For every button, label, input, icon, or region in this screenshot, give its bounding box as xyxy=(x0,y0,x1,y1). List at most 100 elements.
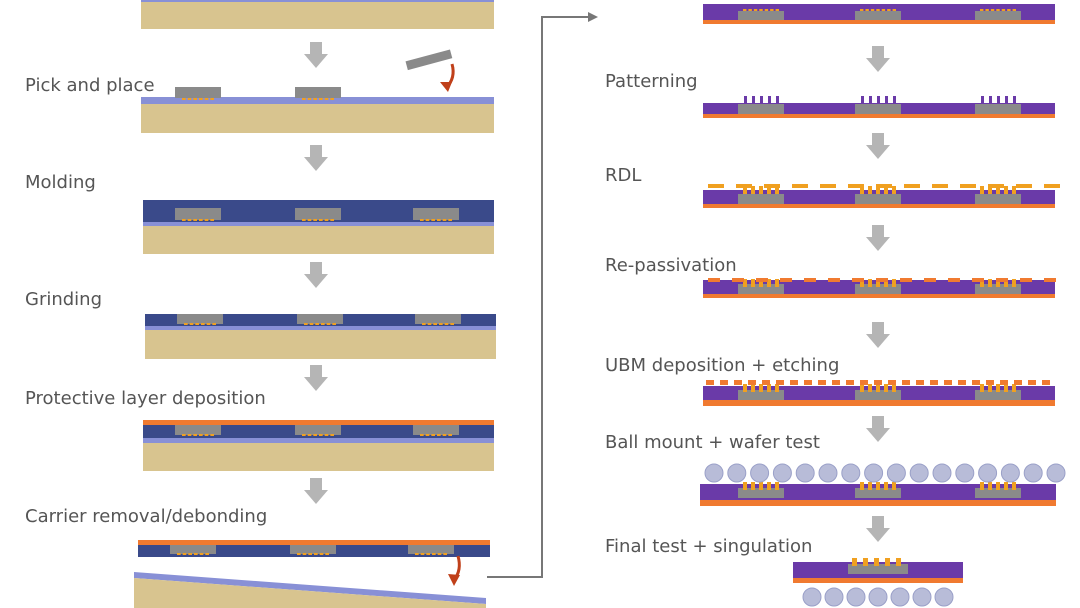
carrier-film-tilted xyxy=(134,572,486,604)
ubm-pad xyxy=(972,380,980,385)
die-pad xyxy=(199,219,203,221)
die-pad xyxy=(193,98,197,100)
repassivation-dash xyxy=(852,278,864,282)
die-pad xyxy=(887,9,891,11)
flow-down-arrow xyxy=(866,322,890,348)
die xyxy=(177,314,223,324)
solder-ball xyxy=(932,463,952,483)
die-pad xyxy=(753,9,758,11)
protective-layer xyxy=(700,500,1056,506)
solder-ball xyxy=(864,463,884,483)
die-pad xyxy=(199,553,204,555)
protective-layer xyxy=(703,400,1055,406)
die-pad xyxy=(210,219,214,221)
step-label-carrier-removal: Carrier removal/debonding xyxy=(25,506,268,527)
die xyxy=(413,425,459,435)
die-pad xyxy=(326,323,331,325)
ubm-pad xyxy=(720,380,728,385)
ubm-pad xyxy=(986,380,994,385)
die-pad xyxy=(415,553,419,555)
rdl-trace xyxy=(767,186,771,194)
via-opening xyxy=(760,96,763,104)
die-pad xyxy=(210,434,214,436)
die xyxy=(975,488,1021,498)
carrier-substrate xyxy=(143,226,494,254)
repassivation-dash xyxy=(804,278,816,282)
die xyxy=(408,545,454,554)
rdl-trace xyxy=(863,558,868,566)
rdl-trace xyxy=(775,384,779,392)
die-pad xyxy=(313,219,317,221)
rdl-trace xyxy=(743,186,747,194)
rdl-trace xyxy=(868,279,872,287)
die-pad xyxy=(193,434,197,436)
die xyxy=(855,11,901,20)
die-pad xyxy=(204,219,209,221)
rdl-line xyxy=(820,184,836,188)
solder-ball xyxy=(1000,463,1020,483)
solder-ball xyxy=(890,587,910,607)
die-pad xyxy=(210,98,214,100)
rdl-trace xyxy=(775,186,779,194)
rdl-trace xyxy=(876,482,880,490)
die-pad xyxy=(187,98,192,100)
repassivation-dash xyxy=(948,278,960,282)
die-pad xyxy=(443,553,447,555)
step-label-ubm: UBM deposition + etching xyxy=(605,355,840,376)
die-pad xyxy=(182,434,186,436)
solder-ball xyxy=(824,587,844,607)
die-pad xyxy=(204,98,209,100)
rdl-trace xyxy=(1004,482,1008,490)
protective-layer xyxy=(793,578,963,583)
rdl-trace xyxy=(876,384,880,392)
rdl-trace xyxy=(996,186,1000,194)
die-pad xyxy=(743,9,747,11)
via-opening xyxy=(776,96,779,104)
step-label-patterning: Patterning xyxy=(605,71,698,92)
repassivation-dash xyxy=(1044,278,1056,282)
die xyxy=(975,11,1021,20)
die-pad xyxy=(1012,9,1016,11)
flow-down-arrow xyxy=(304,42,328,68)
die-pad xyxy=(764,9,769,11)
flow-connector-head xyxy=(588,12,598,22)
die-pad xyxy=(319,98,323,100)
die-pad xyxy=(314,553,318,555)
die xyxy=(738,284,784,294)
die-pad xyxy=(309,323,314,325)
die-pad xyxy=(177,553,181,555)
die xyxy=(738,194,784,204)
rdl-trace xyxy=(743,384,747,392)
via-opening xyxy=(893,96,896,104)
die xyxy=(295,208,341,220)
solder-ball xyxy=(909,463,929,483)
die-pad xyxy=(201,323,205,325)
die-pad xyxy=(324,98,329,100)
ubm-pad xyxy=(804,380,812,385)
die-pad xyxy=(448,219,452,221)
rdl-trace xyxy=(751,279,755,287)
die-pad xyxy=(444,323,449,325)
ubm-pad xyxy=(860,380,868,385)
die xyxy=(975,284,1021,294)
die-pad xyxy=(881,9,886,11)
die-pad xyxy=(865,9,869,11)
rdl-trace xyxy=(767,384,771,392)
die-pad xyxy=(433,323,437,325)
rdl-trace xyxy=(751,384,755,392)
rdl-trace xyxy=(980,384,984,392)
rdl-trace xyxy=(775,482,779,490)
die-pad xyxy=(420,434,424,436)
die-pad xyxy=(297,553,301,555)
rdl-line xyxy=(904,184,920,188)
rdl-line xyxy=(932,184,948,188)
flow-down-arrow xyxy=(304,262,328,288)
die xyxy=(975,194,1021,204)
die-pad xyxy=(860,9,864,11)
protective-layer xyxy=(703,114,1055,118)
rdl-trace xyxy=(996,482,1000,490)
die-pad xyxy=(425,434,430,436)
die-pad xyxy=(330,434,334,436)
die-pad xyxy=(212,323,216,325)
